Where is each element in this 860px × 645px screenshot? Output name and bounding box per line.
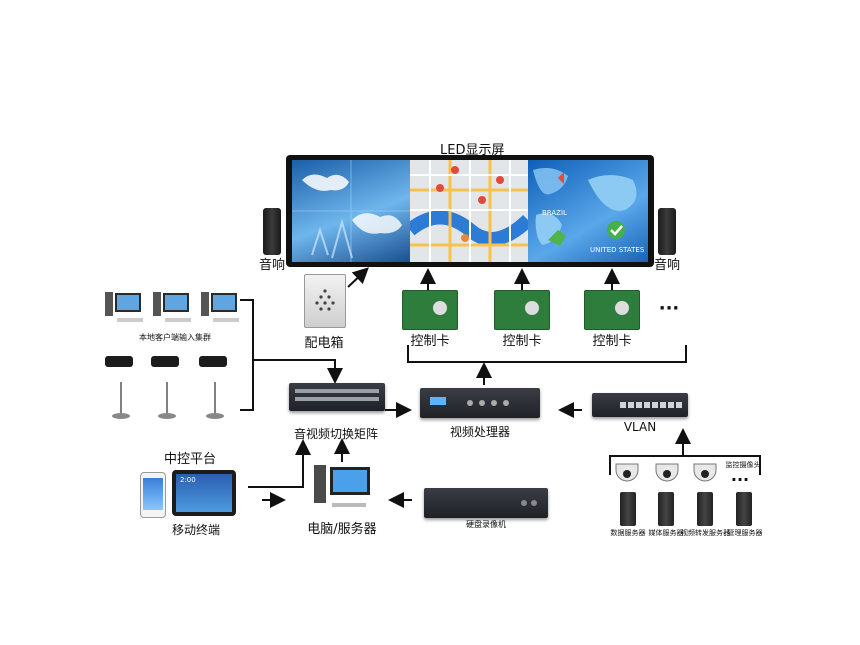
data-server-label: 数据服务器 xyxy=(610,529,646,537)
control-card-2-icon xyxy=(494,290,550,330)
pc-server-label: 电脑/服务器 xyxy=(307,522,377,537)
media-server-icon xyxy=(658,492,674,526)
video-processor-label: 视频处理器 xyxy=(449,425,510,439)
control-card-1-label: 控制卡 xyxy=(410,334,450,349)
local-cameras-microphones-icon xyxy=(103,352,243,422)
map-label-usa: UNITED STATES xyxy=(590,246,645,254)
line-cards-bus xyxy=(407,345,687,363)
data-server-icon xyxy=(620,492,636,526)
central-control-label: 中控平台 xyxy=(163,452,216,467)
pc-server-icon xyxy=(312,463,372,509)
distribution-box-label: 配电箱 xyxy=(304,336,344,351)
control-card-ellipsis: ··· xyxy=(658,298,680,319)
screen-panel-weather xyxy=(292,160,410,262)
surveillance-cameras-icon xyxy=(612,458,722,486)
nvr-device-icon xyxy=(424,488,548,518)
video-forward-server-icon xyxy=(697,492,713,526)
map-label-brazil: BRAZIL xyxy=(542,209,567,217)
led-screen-title: LED显示屏 xyxy=(440,143,505,158)
tablet-icon: 2:00 xyxy=(172,470,236,516)
surveillance-camera-label: 监控摄像头 xyxy=(725,461,761,469)
vlan-label: VLAN xyxy=(623,420,657,434)
distribution-box-icon xyxy=(304,274,346,328)
video-forward-server-label: 视频转发服务器 xyxy=(681,529,730,537)
line-distbox-to-led xyxy=(347,267,369,288)
mobile-terminal-label: 移动终端 xyxy=(171,523,220,537)
video-processor-device-icon xyxy=(420,388,540,418)
control-card-1-icon xyxy=(402,290,458,330)
left-speaker-label: 音响 xyxy=(258,258,285,273)
right-speaker-icon xyxy=(658,208,676,255)
local-input-cluster-label: 本地客户端输入集群 xyxy=(139,333,211,342)
management-server-label: 管理服务器 xyxy=(727,529,763,537)
left-speaker-icon xyxy=(263,208,281,255)
right-speaker-label: 音响 xyxy=(653,258,680,273)
av-matrix-device-icon xyxy=(289,383,385,411)
line-cluster-to-matrix xyxy=(240,299,335,411)
screen-panel-world-map: BRAZIL UNITED STATES xyxy=(528,160,648,262)
av-matrix-label: 音视频切换矩阵 xyxy=(293,427,378,441)
camera-ellipsis: ··· xyxy=(730,470,750,489)
control-card-3-icon xyxy=(584,290,640,330)
nvr-label: 硬盘录像机 xyxy=(466,520,506,529)
media-server-label: 媒体服务器 xyxy=(648,529,684,537)
control-card-3-label: 控制卡 xyxy=(592,334,632,349)
led-display-screen: BRAZIL UNITED STATES xyxy=(286,155,654,267)
local-computers-icon xyxy=(103,290,243,330)
mobile-phone-icon xyxy=(140,472,166,518)
line-cameras-to-vlan xyxy=(609,432,761,475)
line-mobile-to-matrix xyxy=(248,439,311,488)
vlan-switch-device-icon xyxy=(592,393,688,417)
control-card-2-label: 控制卡 xyxy=(502,334,542,349)
screen-panel-city-map xyxy=(405,160,533,262)
management-server-icon xyxy=(736,492,752,526)
tablet-time: 2:00 xyxy=(180,476,196,484)
